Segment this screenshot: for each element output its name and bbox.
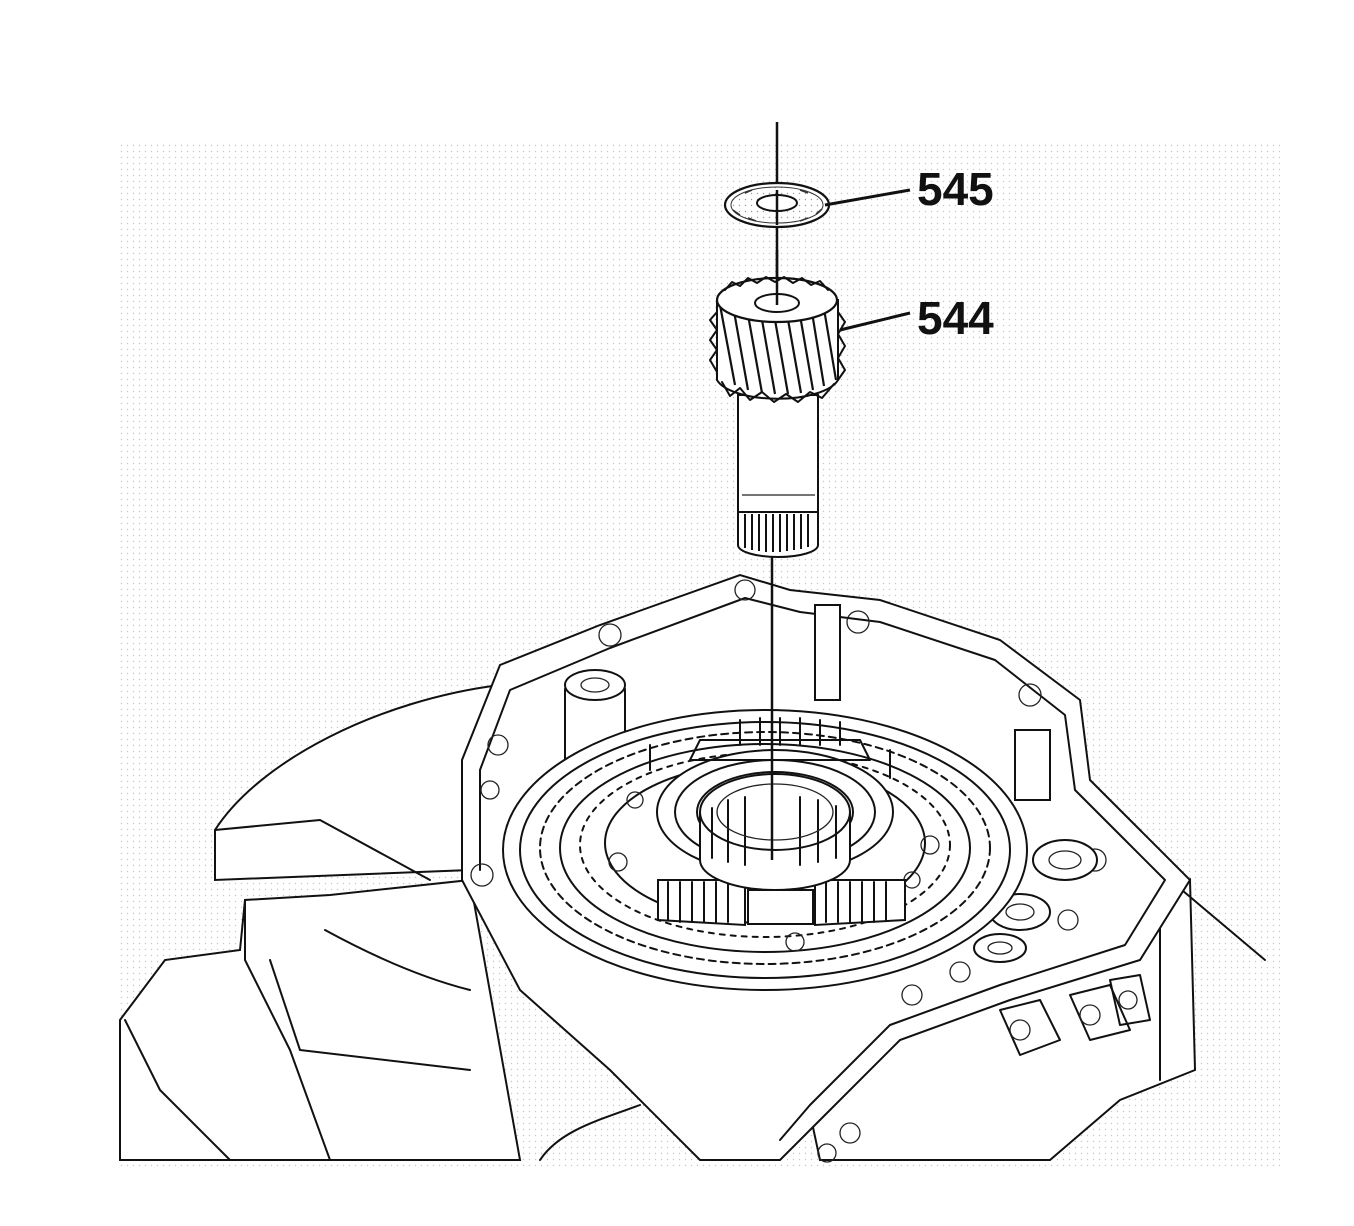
thrust-washer-545 — [723, 181, 831, 229]
ring-gear-assembly — [502, 709, 1028, 991]
leader-line-544 — [839, 311, 911, 332]
gear-shaft-544 — [709, 250, 846, 558]
callout-label-545: 545 — [917, 163, 994, 215]
transmission-housing — [119, 573, 1266, 1163]
callout-label-544: 544 — [917, 292, 994, 344]
leader-line-545 — [824, 188, 911, 207]
